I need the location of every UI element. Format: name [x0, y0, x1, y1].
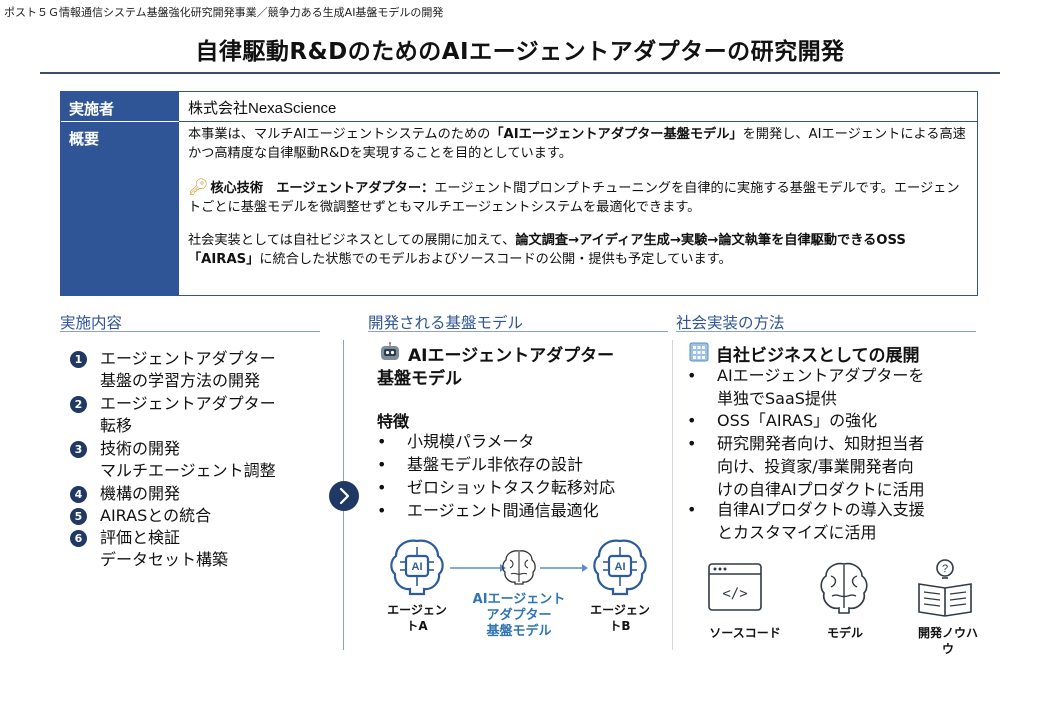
section-title-model: 開発される基盤モデル: [368, 314, 524, 332]
svg-text:AI: AI: [615, 561, 626, 573]
list-item: エージェントアダプター転移: [100, 394, 276, 435]
info-table: 実施者 株式会社NexaScience 概要 本事業は、マルチAIエージェントシ…: [60, 91, 978, 296]
list-item: 評価と検証データセット構築: [100, 528, 229, 569]
svg-text:?: ?: [942, 563, 948, 575]
step-number: 3: [70, 441, 87, 458]
summary-text: 本事業は、マルチAIエージェントシステムのための「AIエージェントアダプター基盤…: [179, 122, 977, 295]
business-heading: 自社ビジネスとしての展開: [716, 346, 920, 366]
summary-p3-bold: 論文調査→アイディア生成→実験→論文執筆を自律駆動できるOSS「AIRAS」: [188, 233, 906, 267]
title-divider: [40, 72, 1000, 74]
implementer-value: 株式会社NexaScience: [179, 92, 977, 122]
section-title-deployment: 社会実装の方法: [676, 314, 785, 332]
list-item: AIRASとの統合: [100, 506, 212, 525]
model-label: モデル: [826, 626, 863, 640]
connection-arrows: [450, 564, 588, 572]
step-number: 5: [70, 508, 87, 525]
section-underline: [676, 331, 976, 332]
page-title: 自律駆動R&DのためのAIエージェントアダプターの研究開発: [195, 39, 845, 65]
agent-a-label: エージェントA: [387, 603, 447, 633]
summary-paragraph-2: 🔑︎核心技術 エージェントアダプター：エージェント間プロンプトチューニングを自律…: [188, 177, 969, 217]
step-number: 6: [70, 530, 87, 547]
summary-p1-text-end: を開発し、AIエージェントによる高速かつ高精度な自律駆動R&Dを実現することを目…: [188, 127, 966, 161]
agent-b-brain-icon: AI: [593, 539, 647, 596]
step-number: 1: [70, 351, 87, 368]
book-lightbulb-icon: ?: [918, 559, 972, 617]
implementer-label: 実施者: [61, 92, 179, 122]
agent-a-brain-icon: AI: [390, 539, 444, 596]
agent-b-label: エージェントB: [590, 603, 650, 633]
section-title-implementation: 実施内容: [60, 314, 123, 332]
model-brain-icon: [820, 562, 868, 614]
summary-p1-bold: 「AIエージェントアダプター基盤モデル」: [490, 127, 743, 142]
summary-p3-text-end: に統合した状態でのモデルおよびソースコードの公開・提供も予定しています。: [259, 252, 732, 267]
chevron-right-icon: [329, 481, 359, 511]
model-heading: AIエージェントアダプター: [408, 346, 615, 366]
list-item: 技術の開発マルチエージェント調整: [100, 439, 276, 480]
program-label: ポスト５Ｇ情報通信システム基盤強化研究開発事業／競争力ある生成AI基盤モデルの開…: [4, 6, 444, 19]
building-icon: [689, 342, 709, 362]
column-divider: [672, 340, 673, 650]
code-window-icon: </>: [708, 563, 762, 611]
summary-label: 概要: [61, 122, 179, 295]
key-icon: 🔑︎: [188, 177, 209, 196]
summary-p3-text: 社会実装としては自社ビジネスとしての展開に加えて、: [188, 233, 516, 248]
summary-p1-text: 本事業は、マルチAIエージェントシステムのための: [188, 127, 491, 142]
summary-paragraph-3: 社会実装としては自社ビジネスとしての展開に加えて、論文調査→アイディア生成→実験…: [188, 231, 969, 269]
adapter-label: AIエージェントアダプター基盤モデル: [472, 592, 566, 639]
section-underline: [60, 331, 320, 332]
step-number: 4: [70, 486, 87, 503]
model-heading-line2: 基盤モデル: [377, 369, 462, 389]
step-number: 2: [70, 396, 87, 413]
dev-knowhow-label: 開発ノウハウ: [917, 626, 978, 656]
list-item: 機構の開発: [100, 484, 181, 503]
list-item: エージェントアダプター基盤の学習方法の開発: [100, 349, 276, 390]
svg-text:</>: </>: [722, 586, 747, 602]
section-underline: [368, 331, 668, 332]
summary-paragraph-1: 本事業は、マルチAIエージェントシステムのための「AIエージェントアダプター基盤…: [188, 125, 969, 163]
features-label: 特徴: [377, 412, 410, 431]
svg-text:AI: AI: [412, 561, 423, 573]
source-code-label: ソースコード: [709, 626, 781, 640]
core-tech-label: 核心技術 エージェントアダプター：: [210, 181, 435, 196]
robot-icon: [381, 342, 399, 360]
adapter-brain-icon: [502, 550, 536, 585]
core-tech-text: エージェント間プロンプトチューニングを自律的に実施する基盤モデルです。エージェン…: [188, 181, 960, 215]
